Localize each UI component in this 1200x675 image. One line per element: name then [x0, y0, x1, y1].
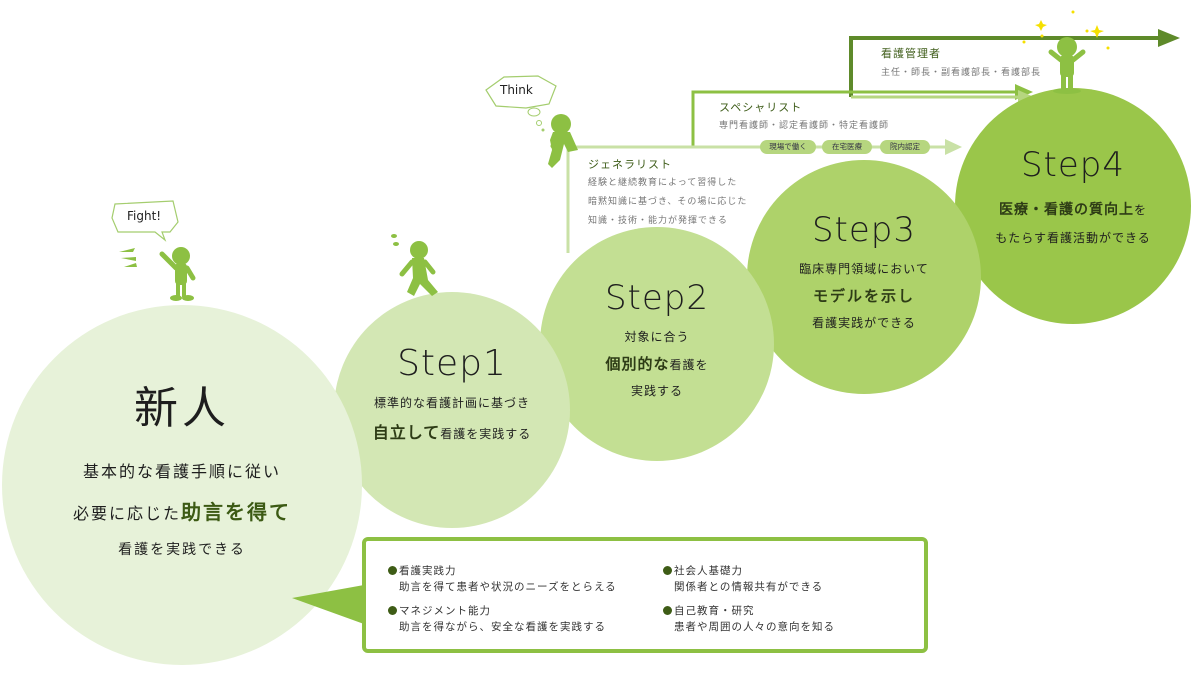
step4-line1-highlight: 医療・看護の質向上 — [998, 202, 1134, 218]
manager-title: 看護管理者 — [881, 47, 941, 60]
step2-line2-suffix: 看護を — [669, 358, 709, 372]
step1-content: Step1 標準的な看護計画に基づき 自立して看護を実践する — [340, 343, 564, 443]
step3-title: Step3 — [811, 210, 917, 250]
step4-content: Step4 医療・看護の質向上を もたらす看護活動ができる — [960, 145, 1186, 246]
newbie-content: 新人 基本的な看護手順に従い 必要に応じた助言を得て 看護を実践できる — [20, 372, 344, 559]
thought-dot-medium — [536, 120, 542, 126]
chip-in-hospital-cert: 院内認定 — [880, 140, 930, 154]
manager-path-line — [849, 36, 1160, 97]
skill-title: 社会人基礎力 — [674, 565, 743, 577]
skill-title: マネジメント能力 — [399, 605, 491, 617]
cheering-figure-icon — [1048, 37, 1086, 94]
newbie-line1: 基本的な看護手順に従い — [82, 462, 281, 481]
think-thought-bubble — [485, 75, 557, 109]
specialist-title: スペシャリスト — [719, 101, 803, 114]
step3-line3: 看護実践ができる — [812, 316, 916, 330]
skill-item: 自己教育・研究 患者や周囲の人々の意向を知る — [663, 603, 835, 635]
generalist-desc-line: 知識・技術・能力が発揮できる — [588, 216, 728, 226]
bullet-icon — [388, 606, 397, 615]
step3-line1: 臨床専門領域において — [799, 262, 929, 276]
step2-circle — [540, 227, 774, 461]
step4-circle — [955, 88, 1191, 324]
step2-line3: 実践する — [630, 384, 683, 398]
manager-desc: 主任・師長・副看護部長・看護部長 — [881, 68, 1042, 78]
newbie-line2: 必要に応じた助言を得て — [20, 496, 344, 525]
chip-onsite: 現場で働く — [760, 140, 816, 154]
fight-speech-bubble — [111, 200, 179, 242]
step2-content: Step2 対象に合う 個別的な看護を 実践する — [545, 278, 769, 399]
manager-arrow-icon — [1158, 29, 1180, 47]
step4-title: Step4 — [1020, 145, 1126, 185]
skill-desc: 患者や周囲の人々の意向を知る — [674, 621, 835, 633]
newbie-line3: 看護を実践できる — [118, 542, 246, 558]
thinking-figure-icon — [548, 114, 578, 168]
skills-box: 看護実践力 助言を得て患者や状況のニーズをとらえる マネジメント能力 助言を得な… — [362, 537, 928, 653]
bullet-icon — [663, 606, 672, 615]
step1-line2-suffix: 看護を実践する — [440, 427, 532, 441]
step1-line2-highlight: 自立して — [372, 423, 441, 442]
generalist-desc: 経験と継続教育によって習得した 暗黙知識に基づき、その場に応じた 知識・技術・能… — [588, 174, 747, 231]
walking-figure-icon — [399, 241, 438, 296]
chip-home-care: 在宅医療 — [822, 140, 872, 154]
newbie-circle — [2, 305, 362, 665]
step1-line1: 標準的な看護計画に基づき — [373, 396, 530, 410]
fight-speech-text: Fight! — [127, 209, 162, 223]
newbie-line2-prefix: 必要に応じた — [72, 504, 181, 523]
skills-pointer — [292, 585, 364, 624]
step4-line1-suffix: を — [1133, 203, 1147, 217]
step4-line2: もたらす看護活動ができる — [995, 231, 1151, 245]
step3-line2-highlight: モデルを示し — [812, 287, 915, 305]
generalist-title: ジェネラリスト — [588, 158, 672, 171]
step1-title: Step1 — [397, 343, 507, 384]
step2-line1: 対象に合う — [624, 330, 690, 344]
sweat-drops-icon — [391, 234, 399, 246]
skill-desc: 助言を得ながら、安全な看護を実践する — [399, 621, 606, 633]
skill-desc: 助言を得て患者や状況のニーズをとらえる — [399, 581, 617, 593]
skill-item: マネジメント能力 助言を得ながら、安全な看護を実践する — [388, 603, 606, 635]
generalist-desc-line: 経験と継続教育によって習得した — [588, 178, 738, 188]
step2-title: Step2 — [604, 278, 710, 318]
sparkle-stars-icon — [1022, 10, 1110, 50]
generalist-desc-line: 暗黙知識に基づき、その場に応じた — [588, 197, 748, 207]
fight-figure-icon — [159, 247, 196, 301]
generalist-arrow-icon — [945, 139, 962, 155]
bullet-icon — [388, 566, 397, 575]
step2-line2: 個別的な看護を — [545, 353, 769, 374]
step3-content: Step3 臨床専門領域において モデルを示し 看護実践ができる — [752, 210, 976, 331]
newbie-title: 新人 — [134, 383, 230, 434]
step4-line1: 医療・看護の質向上を — [960, 199, 1186, 219]
step1-line2: 自立して看護を実践する — [340, 419, 564, 443]
specialist-desc: 専門看護師・認定看護師・特定看護師 — [719, 121, 890, 131]
newbie-line2-highlight: 助言を得て — [181, 500, 291, 524]
skill-item: 社会人基礎力 関係者との情報共有ができる — [663, 563, 823, 595]
thought-dot-large — [527, 107, 541, 117]
skill-desc: 関係者との情報共有ができる — [674, 581, 824, 593]
think-thought-text: Think — [500, 83, 533, 97]
step2-line2-highlight: 個別的な — [605, 355, 670, 373]
skill-item: 看護実践力 助言を得て患者や状況のニーズをとらえる — [388, 563, 617, 595]
step3-circle — [747, 160, 981, 394]
thought-dot-small — [541, 128, 545, 132]
bullet-icon — [663, 566, 672, 575]
step1-circle — [334, 292, 570, 528]
shout-lines-icon — [119, 248, 137, 267]
skill-title: 看護実践力 — [399, 565, 457, 577]
skill-title: 自己教育・研究 — [674, 605, 755, 617]
